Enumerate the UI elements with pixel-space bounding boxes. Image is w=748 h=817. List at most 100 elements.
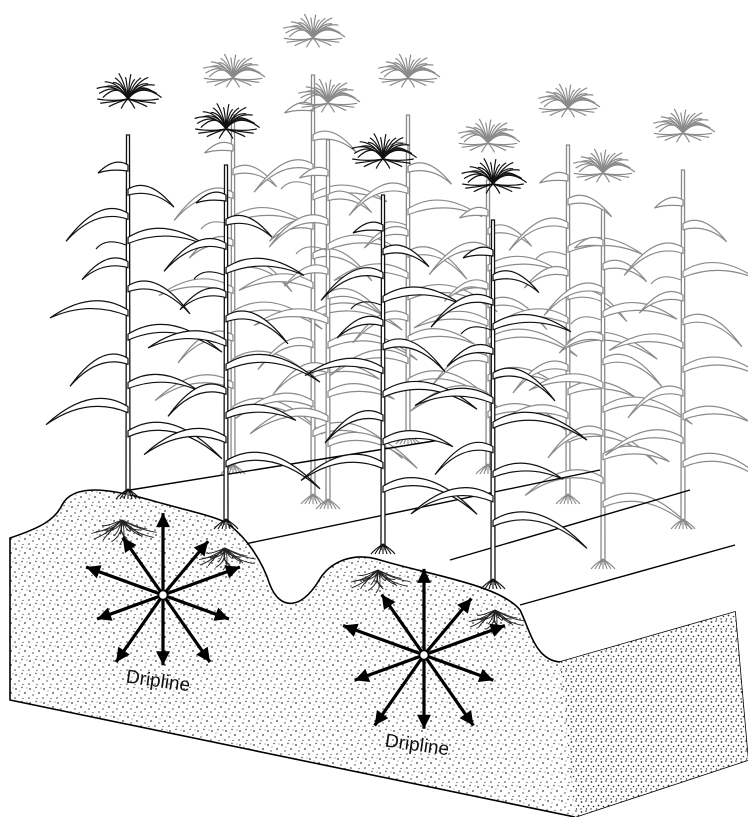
corn-leaf — [327, 431, 418, 469]
corn-leaf — [638, 290, 684, 314]
corn-leaf — [352, 310, 409, 344]
corn-leaf — [682, 452, 748, 473]
corn-leaf — [232, 164, 278, 188]
corn-leaf — [312, 302, 403, 331]
corn-leaf — [558, 330, 604, 354]
corn-leaf — [167, 383, 227, 417]
corn-leaf — [225, 403, 297, 422]
corn-leaf — [225, 214, 273, 238]
corn-tassel-icon — [283, 13, 346, 48]
brace-roots — [315, 498, 341, 510]
corn-leaf — [81, 257, 129, 281]
corn-leaf — [382, 477, 478, 515]
dripline-emitter-icon — [157, 589, 169, 601]
corn-plant-icon — [249, 78, 418, 510]
dripline-emitters — [85, 513, 506, 729]
corn-leaf — [602, 353, 663, 388]
dripline-emitter-icon — [418, 649, 430, 661]
corn-leaf — [45, 397, 129, 426]
corn-leaf — [225, 451, 321, 490]
corn-leaf — [234, 392, 314, 420]
corn-leaf — [382, 380, 478, 410]
corn-leaf — [492, 462, 564, 480]
corn-leaf — [127, 184, 175, 208]
corn-leaf — [336, 315, 384, 339]
corn-leaf — [127, 421, 223, 460]
corn-leaf — [602, 301, 678, 320]
corn-leaf — [459, 206, 489, 219]
corn-plant-icon — [604, 108, 748, 530]
corn-leaf — [253, 159, 314, 193]
corn-leaf — [195, 191, 227, 204]
brace-roots — [590, 558, 616, 570]
corn-leaf — [363, 225, 409, 249]
corn-tassel-icon — [378, 53, 441, 88]
corn-leaf — [413, 310, 489, 329]
corn-leaf — [327, 332, 418, 361]
corn-tassel-icon — [458, 118, 521, 153]
corn-leaf — [604, 429, 684, 456]
corn-plant-icon — [410, 158, 588, 590]
corn-leaf — [434, 441, 494, 476]
water-spread-arrows-icon — [85, 513, 241, 666]
corn-leaf — [407, 162, 453, 185]
corn-plant-icon — [45, 73, 223, 500]
corn-leaf — [623, 242, 684, 276]
corn-leaf — [300, 453, 384, 481]
corn-leaf — [249, 407, 329, 435]
corn-leaf — [382, 430, 454, 448]
corn-leaf — [348, 182, 409, 216]
corn-leaf — [508, 217, 569, 251]
corn-leaf — [492, 367, 556, 402]
corn-tassel-icon — [298, 78, 361, 113]
root-mass-icon — [92, 519, 157, 546]
corn-leaf — [320, 267, 384, 301]
corn-leaf — [382, 338, 446, 373]
corn-leaf — [407, 328, 475, 345]
corn-leaf — [327, 190, 373, 214]
corn-leaf — [602, 445, 670, 463]
corn-leaf — [143, 427, 227, 456]
corn-leaf — [65, 207, 129, 242]
soil-cross-section — [9, 489, 748, 817]
corn-tassel-icon — [538, 83, 601, 118]
brace-roots — [115, 488, 141, 500]
corn-leaf — [487, 328, 578, 357]
corn-leaf — [127, 323, 223, 353]
corn-tassel-icon — [653, 108, 716, 143]
corn-leaf — [487, 224, 533, 247]
corn-tassel-icon — [96, 73, 162, 109]
corn-leaf — [268, 214, 329, 248]
corn-leaf — [682, 405, 748, 422]
corn-tassel-icon — [351, 133, 417, 169]
corn-leaf — [253, 308, 329, 327]
brace-roots — [213, 518, 239, 530]
corn-leaf — [333, 263, 409, 282]
corn-leaf — [654, 196, 684, 209]
corn-leaf — [97, 161, 129, 174]
corn-leaf — [492, 411, 588, 441]
corn-leaf — [225, 257, 305, 277]
corn-leaf — [283, 264, 329, 287]
corn-leaf — [608, 333, 684, 352]
corn-leaf — [414, 387, 494, 407]
corn-leaf — [543, 282, 604, 316]
corn-tassel-icon — [461, 158, 527, 194]
corn-plant-icon — [524, 148, 693, 570]
corn-leaf — [682, 219, 728, 243]
corn-leaf — [602, 396, 693, 425]
corn-leaf — [446, 344, 494, 367]
corn-leaf — [567, 194, 613, 218]
water-spread-arrows-icon — [342, 568, 506, 729]
corn-leaf — [489, 404, 569, 431]
corn-leaf — [682, 261, 748, 279]
corn-leaf — [163, 237, 227, 272]
corn-leaf — [523, 265, 569, 289]
corn-leaf — [574, 236, 604, 249]
root-mass-icon — [469, 609, 526, 633]
brace-roots — [370, 543, 396, 555]
corn-leaf — [225, 310, 289, 345]
corn-leaf — [430, 293, 494, 328]
corn-leaf — [492, 313, 572, 333]
